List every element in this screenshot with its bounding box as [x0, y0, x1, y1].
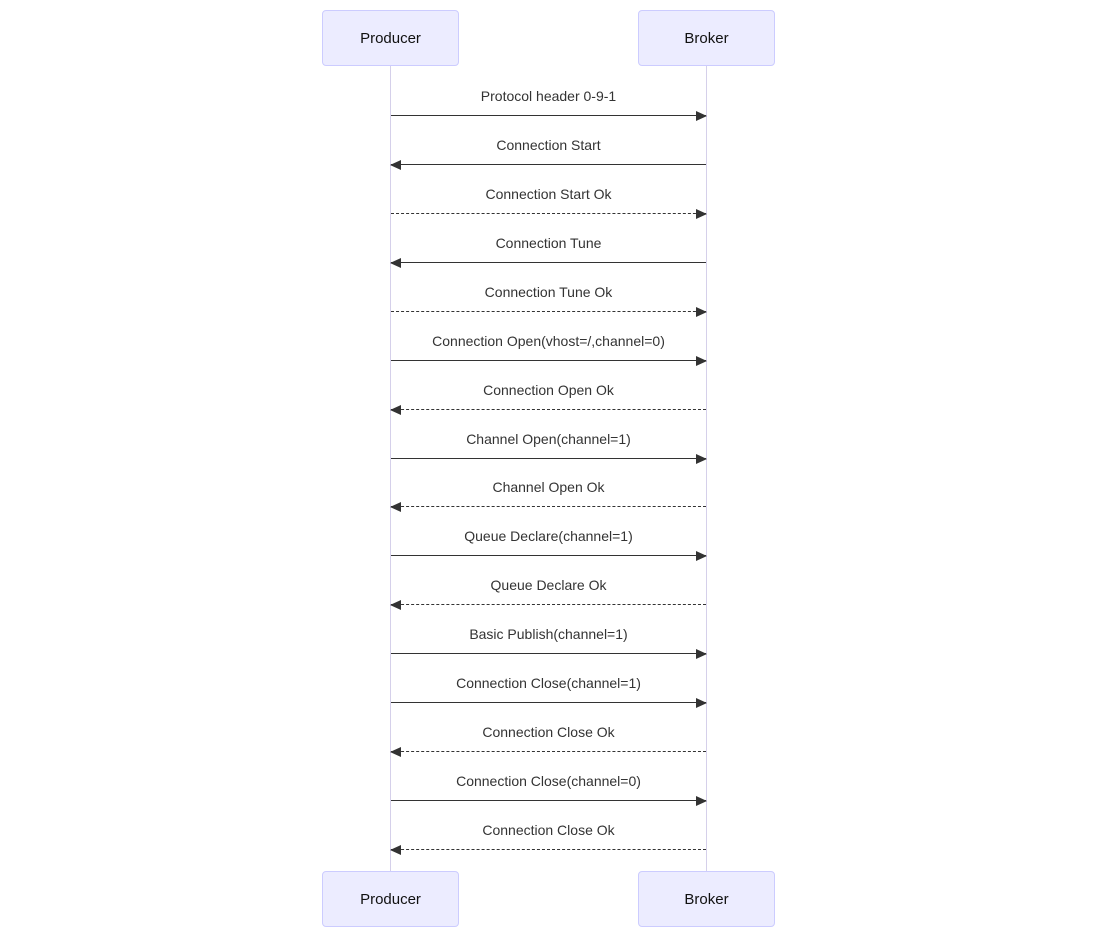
arrowhead-left-icon [390, 746, 401, 757]
message-arrow [391, 306, 707, 317]
message-label: Connection Close Ok [482, 822, 615, 838]
arrowhead-left-icon [390, 501, 401, 512]
message-label: Channel Open(channel=1) [466, 431, 631, 447]
actor-box-producer-top: Producer [322, 10, 459, 66]
message-arrow [390, 404, 706, 415]
message-arrow [390, 159, 706, 170]
actor-box-broker-top: Broker [638, 10, 775, 66]
arrowhead-left-icon [390, 599, 401, 610]
arrowhead-right-icon [696, 648, 707, 659]
message-label: Connection Start [496, 137, 601, 153]
message-arrow [391, 550, 707, 561]
arrowhead-left-icon [390, 257, 401, 268]
arrowhead-right-icon [696, 795, 707, 806]
arrowhead-right-icon [696, 306, 707, 317]
arrowhead-left-icon [390, 404, 401, 415]
message-label: Connection Open(vhost=/,channel=0) [432, 333, 665, 349]
arrowhead-left-icon [390, 159, 401, 170]
arrowhead-right-icon [696, 550, 707, 561]
arrowhead-right-icon [696, 110, 707, 121]
message-label: Basic Publish(channel=1) [469, 626, 628, 642]
message-label: Connection Start Ok [485, 186, 612, 202]
message-arrow [390, 501, 706, 512]
message-arrow [391, 208, 707, 219]
message-label: Connection Tune [495, 235, 602, 251]
message-label: Connection Open Ok [483, 382, 614, 398]
message-arrow [391, 795, 707, 806]
arrowhead-left-icon [390, 844, 401, 855]
message-arrow [391, 697, 707, 708]
arrowhead-right-icon [696, 355, 707, 366]
message-arrow [391, 648, 707, 659]
arrowhead-right-icon [696, 697, 707, 708]
message-arrow [390, 844, 706, 855]
message-arrow [390, 746, 706, 757]
lifeline-producer [390, 66, 391, 871]
message-arrow [390, 599, 706, 610]
actor-box-broker-bottom: Broker [638, 871, 775, 927]
message-arrow [391, 110, 707, 121]
lifeline-broker [706, 66, 707, 871]
message-label: Connection Close Ok [482, 724, 615, 740]
message-arrow [390, 257, 706, 268]
message-label: Connection Tune Ok [484, 284, 613, 300]
arrowhead-right-icon [696, 208, 707, 219]
arrowhead-right-icon [696, 453, 707, 464]
message-label: Connection Close(channel=0) [456, 773, 641, 789]
message-label: Queue Declare(channel=1) [464, 528, 633, 544]
message-label: Protocol header 0-9-1 [480, 88, 617, 104]
message-label: Channel Open Ok [492, 479, 605, 495]
actor-box-producer-bottom: Producer [322, 871, 459, 927]
message-arrow [391, 453, 707, 464]
message-label: Connection Close(channel=1) [456, 675, 641, 691]
message-label: Queue Declare Ok [490, 577, 607, 593]
message-arrow [391, 355, 707, 366]
